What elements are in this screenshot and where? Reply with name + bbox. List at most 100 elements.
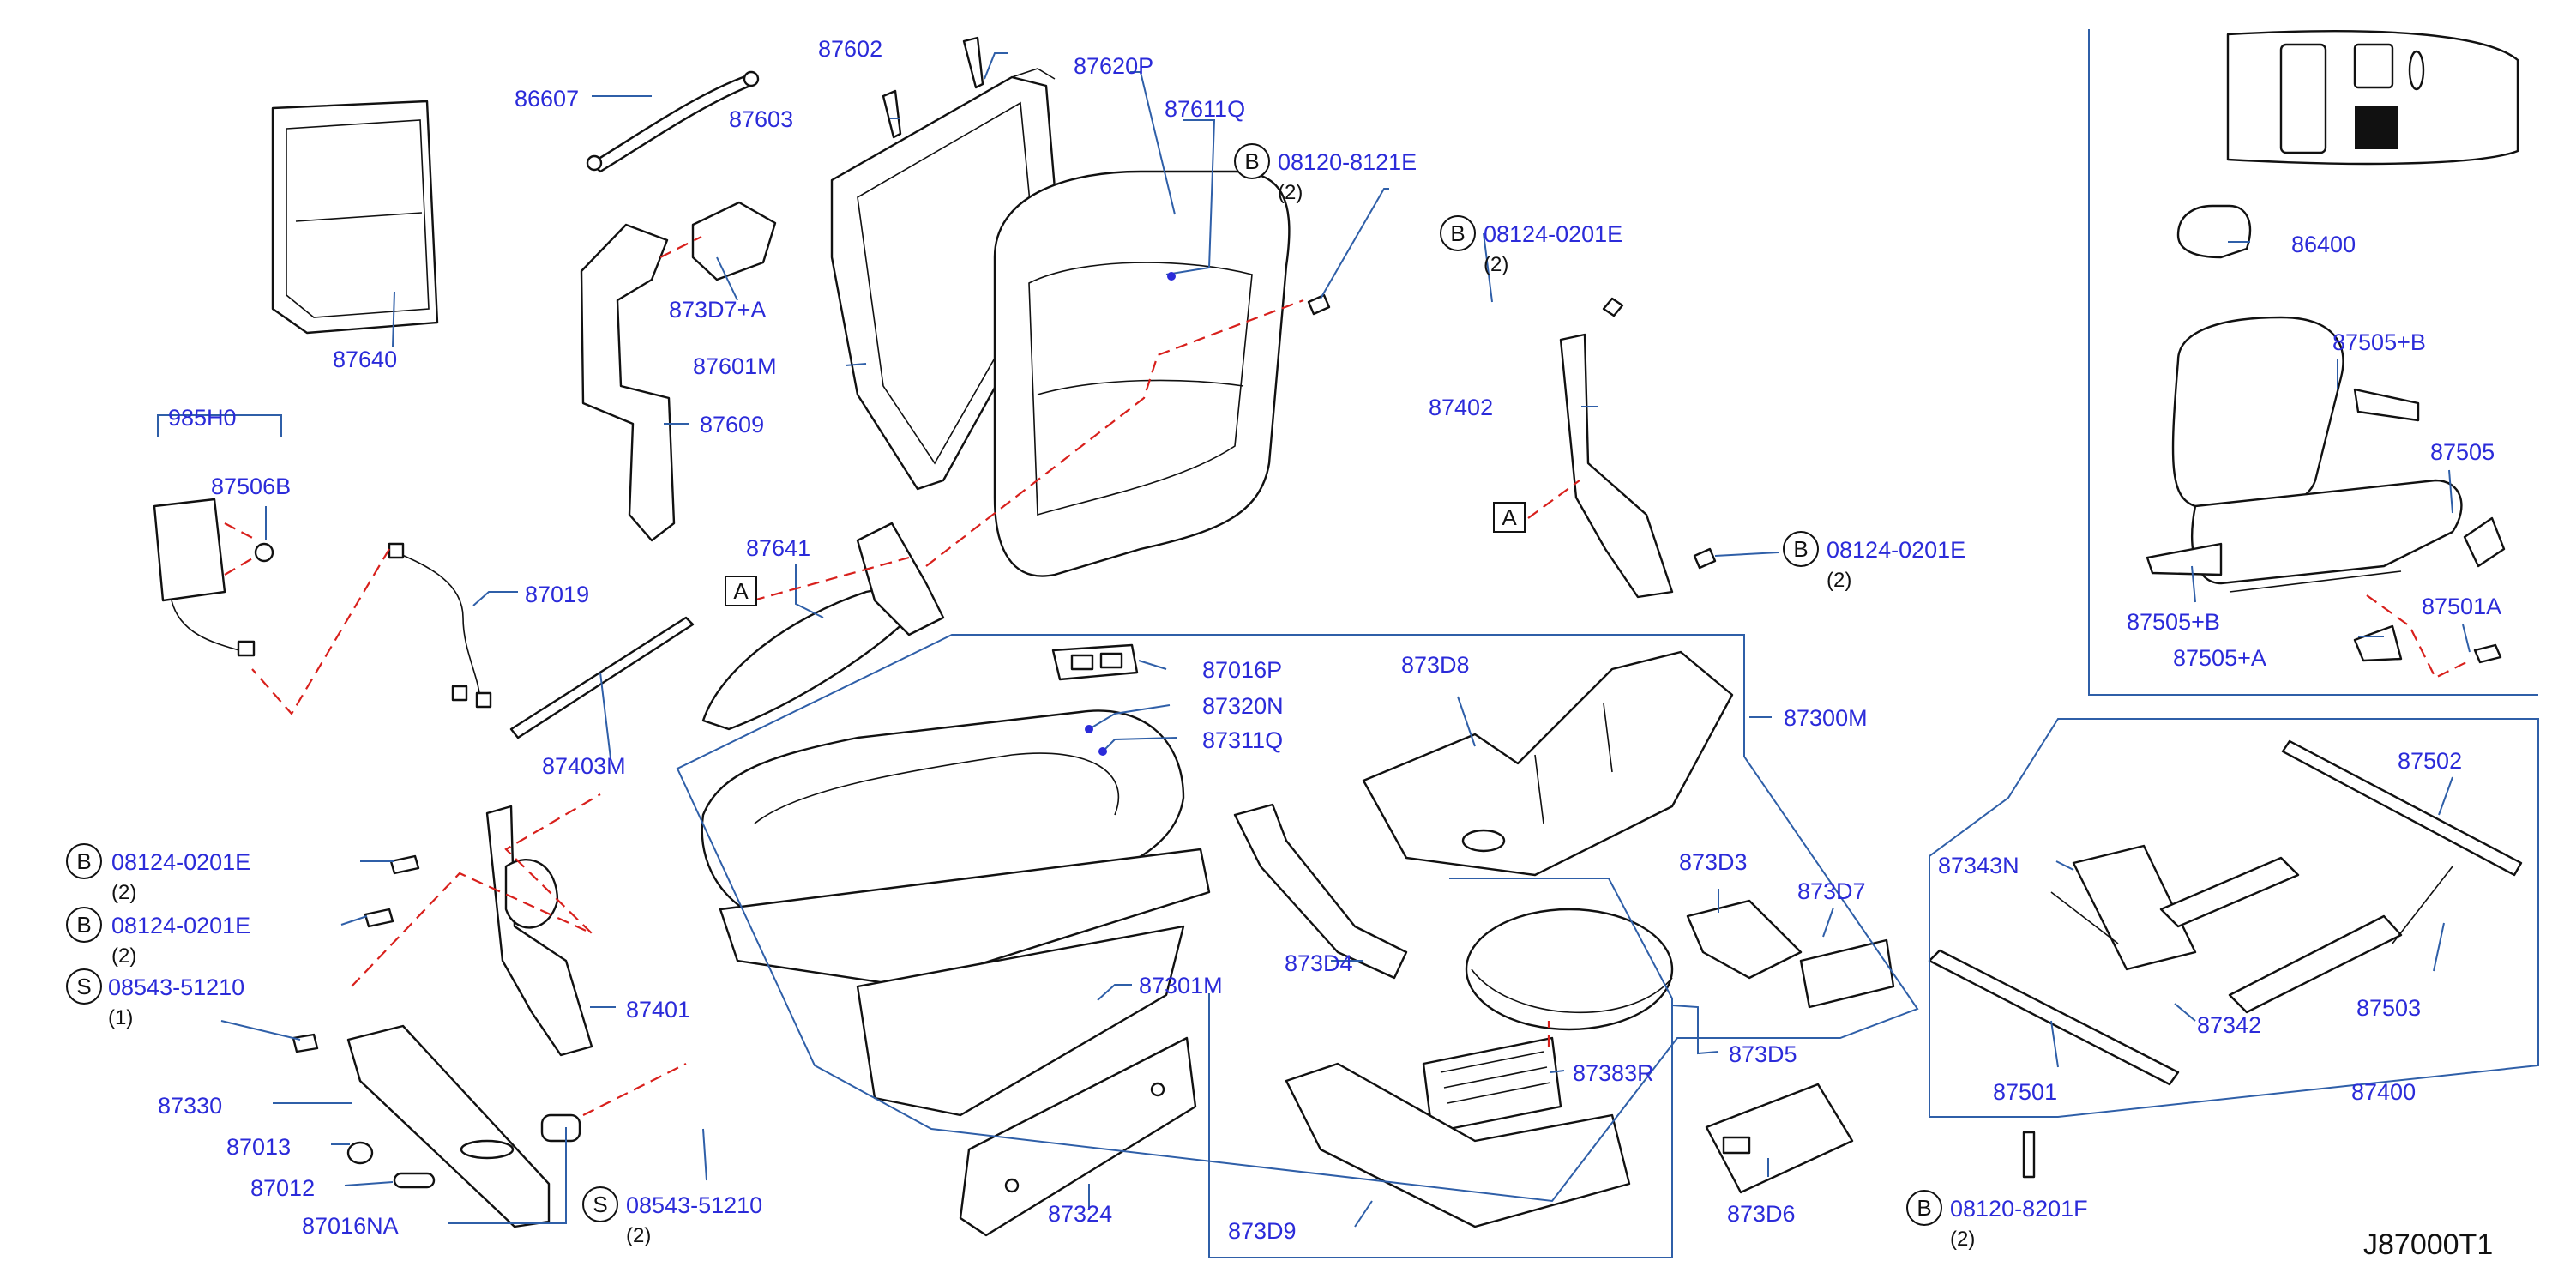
- label-87505B-1: 87505+B: [2332, 329, 2426, 355]
- label-08543-bottom: 08543-51210: [626, 1192, 762, 1218]
- label-873D7A: 873D7+A: [669, 297, 766, 323]
- badge-b-08120-8201F: B: [1906, 1190, 1942, 1226]
- attachment-dots: [1085, 272, 1176, 756]
- svg-text:A: A: [1502, 504, 1517, 530]
- badge-s-08543-bottom: S: [582, 1186, 618, 1222]
- label-87016NA: 87016NA: [302, 1213, 399, 1239]
- qty-08124-l2: (2): [111, 944, 136, 968]
- label-87641: 87641: [746, 535, 810, 561]
- label-87016P: 87016P: [1202, 657, 1282, 683]
- label-08124-l1: 08124-0201E: [111, 849, 250, 875]
- side-harness-drawing: [251, 542, 492, 715]
- label-87342: 87342: [2197, 1012, 2261, 1038]
- label-87506B: 87506B: [211, 474, 291, 499]
- badge-b-08124-l2: B: [66, 907, 102, 943]
- label-87505: 87505: [2430, 439, 2495, 465]
- seat-switch-drawing: [1051, 643, 1139, 681]
- label-873D3: 873D3: [1679, 849, 1748, 875]
- label-87609: 87609: [700, 412, 764, 437]
- vehicle-top-view-drawing: [2226, 30, 2519, 166]
- seat-assembly-drawing: [2171, 204, 2463, 593]
- seat-cushion-drawing: [701, 709, 1211, 1117]
- label-86400: 86400: [2291, 232, 2356, 257]
- label-873D4: 873D4: [1285, 950, 1353, 976]
- label-08543-left: 08543-51210: [108, 974, 244, 1000]
- label-873D8: 873D8: [1401, 652, 1470, 678]
- svg-text:B: B: [1450, 220, 1465, 246]
- badge-b-08124-l1: B: [66, 843, 102, 879]
- label-08124-l2: 08124-0201E: [111, 913, 250, 938]
- label-87505A: 87505+A: [2173, 645, 2266, 671]
- label-87324: 87324: [1048, 1201, 1112, 1227]
- label-08124-right: 08124-0201E: [1827, 537, 1965, 563]
- qty-08124-right: (2): [1827, 569, 1851, 592]
- label-87320N: 87320N: [1202, 693, 1284, 719]
- label-87012: 87012: [250, 1175, 315, 1201]
- seatback-frame-drawing: [830, 68, 1065, 491]
- label-87502: 87502: [2398, 748, 2462, 774]
- label-873D6: 873D6: [1727, 1201, 1796, 1227]
- ref-a-box-left: A: [725, 576, 757, 606]
- pin-drawings: [882, 36, 984, 139]
- side-cover-drawing: [346, 1024, 687, 1228]
- label-87383R: 87383R: [1573, 1060, 1654, 1086]
- label-873D9: 873D9: [1228, 1218, 1297, 1244]
- part-labels: 87602 87620P 86607 87603 87611Q 08120-81…: [108, 36, 2501, 1251]
- badge-b-08124-top: B: [1440, 215, 1476, 251]
- diagram-code: J87000T1: [2363, 1228, 2493, 1261]
- reference-view-frame: [2088, 29, 2538, 696]
- label-87343N: 87343N: [1938, 853, 2019, 878]
- assist-strap-drawing: [586, 70, 760, 173]
- label-87330: 87330: [158, 1093, 222, 1119]
- label-87501A: 87501A: [2422, 594, 2501, 619]
- label-87402: 87402: [1429, 395, 1493, 420]
- label-87503: 87503: [2356, 995, 2421, 1021]
- hinge-trim-drawing: [701, 522, 945, 731]
- label-87400: 87400: [2351, 1079, 2416, 1105]
- label-86607: 86607: [515, 86, 579, 112]
- label-87505B-2: 87505+B: [2127, 609, 2220, 635]
- label-87401: 87401: [626, 997, 690, 1023]
- label-873D5: 873D5: [1729, 1041, 1797, 1067]
- qty-08120-8121E: (2): [1278, 181, 1303, 204]
- seatback-cushion-drawing: [993, 170, 1291, 577]
- label-873D7: 873D7: [1797, 878, 1866, 904]
- badge-b-08120-8121E: B: [1234, 143, 1270, 179]
- badge-s-08543-left: S: [66, 968, 102, 1005]
- svg-text:B: B: [76, 848, 91, 874]
- svg-text:S: S: [593, 1192, 607, 1217]
- seat-rail-drawing: [1928, 739, 2523, 1086]
- label-08124-top: 08124-0201E: [1484, 221, 1622, 247]
- svg-text:B: B: [1917, 1195, 1931, 1221]
- badge-b-08124-right: B: [1783, 531, 1819, 567]
- label-87603: 87603: [729, 106, 793, 132]
- label-87640: 87640: [333, 347, 397, 372]
- torsion-rod-drawing: [509, 616, 695, 739]
- qty-08543-bottom: (2): [626, 1224, 651, 1247]
- leader-lines: [157, 52, 2471, 1228]
- harness-drawing: [580, 201, 777, 542]
- svg-text:S: S: [76, 974, 91, 999]
- label-87501: 87501: [1993, 1079, 2057, 1105]
- qty-08120-8201F: (2): [1950, 1228, 1975, 1251]
- label-87301M: 87301M: [1139, 973, 1223, 998]
- ref-a-box-right: A: [1493, 502, 1526, 533]
- seat-trim-parts-drawing: [2146, 388, 2506, 679]
- svg-text:B: B: [1793, 536, 1808, 562]
- qty-08543-left: (1): [108, 1006, 133, 1029]
- qty-08124-l1: (2): [111, 881, 136, 904]
- label-985H0: 985H0: [168, 405, 237, 431]
- under-cover-drawing: [959, 1036, 1197, 1237]
- qty-08124-top: (2): [1484, 253, 1508, 276]
- svg-text:B: B: [76, 912, 91, 938]
- label-87611Q: 87611Q: [1165, 96, 1245, 122]
- label-87403M: 87403M: [542, 753, 626, 779]
- heater-mat-drawing: [1362, 650, 1734, 877]
- vent-group-frame: [1208, 878, 1673, 1258]
- label-87311Q: 87311Q: [1202, 727, 1283, 753]
- control-module-drawing: [153, 498, 274, 657]
- label-87602: 87602: [818, 36, 882, 62]
- label-87620P: 87620P: [1074, 53, 1153, 79]
- svg-text:B: B: [1244, 148, 1259, 174]
